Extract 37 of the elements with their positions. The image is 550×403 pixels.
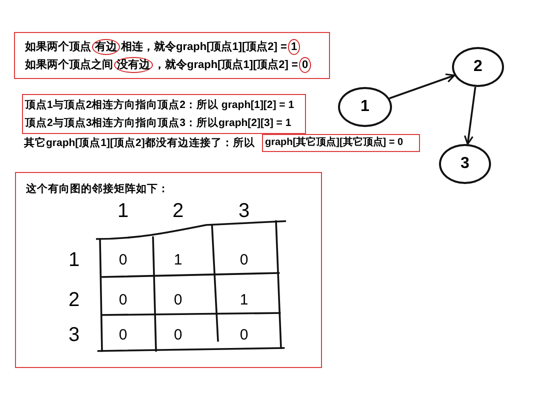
note-text: 顶点1与顶点2相连方向指向顶点2：所以 graph[1][2] = 1 (25, 98, 296, 113)
row-header: 2 (68, 290, 80, 310)
vertex-circle: 3 (439, 144, 491, 184)
matrix-cell: 0 (118, 328, 128, 342)
matrix-cell: 0 (118, 292, 128, 308)
note-text: 如果两个顶点 (25, 41, 91, 53)
note-text: 相连，就令graph[顶点1][顶点2] = (121, 41, 287, 53)
note-box (22, 94, 306, 134)
vertex-circle: 2 (452, 47, 504, 87)
matrix-cell: 0 (240, 328, 248, 342)
matrix-panel (15, 172, 322, 368)
column-header: 3 (238, 201, 250, 221)
column-header: 2 (172, 201, 184, 221)
circled-text: 0 (298, 57, 312, 73)
circled-text: 有边 (92, 39, 120, 55)
note-box (14, 32, 330, 79)
arrow (389, 73, 456, 100)
panel-heading: 这个有向图的邻接矩阵如下： (26, 183, 169, 195)
note-text: graph[其它顶点][其它顶点] = 0 (265, 137, 404, 148)
matrix-cell: 0 (240, 252, 248, 268)
matrix-cell: 0 (174, 328, 182, 342)
circled-text: 1 (288, 39, 300, 55)
row-header: 3 (68, 325, 80, 345)
matrix-cell: 1 (240, 292, 248, 308)
column-header: 1 (117, 201, 129, 221)
vertex-circle: 1 (338, 87, 392, 127)
note-text: 如果两个顶点之间 (25, 59, 113, 71)
note-text: 顶点2与顶点3相连方向指向顶点3：所以graph[2][3] = 1 (25, 116, 292, 131)
matrix-cell: 1 (174, 252, 182, 268)
highlight-box (262, 134, 420, 152)
row-header: 1 (68, 250, 80, 270)
note-text: ，就令graph[顶点1][顶点2] = (154, 59, 298, 71)
circled-text: 没有边 (114, 57, 153, 73)
note-text: 其它graph[顶点1][顶点2]都没有边连接了：所以 (24, 137, 255, 149)
matrix-cell: 0 (174, 292, 182, 308)
arrow (464, 86, 476, 145)
matrix-cell: 0 (118, 252, 128, 268)
